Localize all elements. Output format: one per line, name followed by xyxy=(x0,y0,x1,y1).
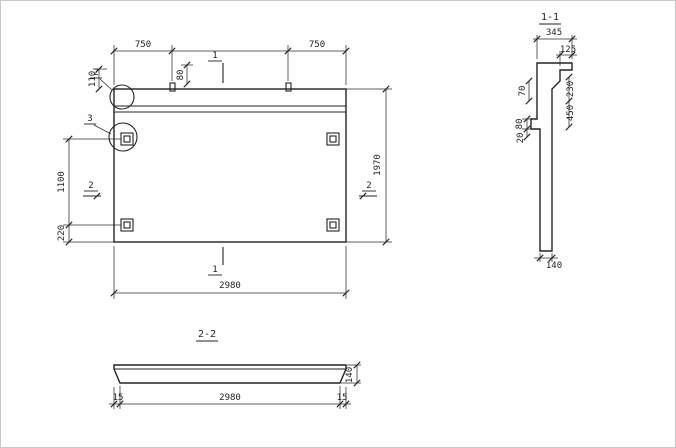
top-dimension: 750 750 xyxy=(110,40,350,85)
dim-230: 230 xyxy=(566,81,576,97)
detail-label-3: 3 xyxy=(87,114,92,124)
main-view: 2 3 750 750 110 80 xyxy=(57,40,392,299)
section2-label-right: 2 xyxy=(366,181,371,191)
dim-1970: 1970 xyxy=(373,154,383,176)
dim-750-left: 750 xyxy=(135,40,151,50)
dim-1100: 1100 xyxy=(57,171,67,193)
dim-2980: 2980 xyxy=(219,281,241,291)
dim-80: 80 xyxy=(176,70,186,81)
section1-label-bottom: 1 xyxy=(212,265,217,275)
bottom-dimension: 2980 xyxy=(110,246,350,299)
left-dimension: 1100 220 xyxy=(57,135,121,246)
dim-750-right: 750 xyxy=(309,40,325,50)
lifting-loop-right xyxy=(285,82,292,92)
corner-dimension: 110 xyxy=(88,65,107,93)
right-dimension: 1970 xyxy=(346,85,392,246)
section-1-1-view: 1-1 345 125 70 230 450 xyxy=(515,12,577,271)
detail-circle-3 xyxy=(108,122,138,152)
dim-450: 450 xyxy=(566,105,576,121)
dim-70: 70 xyxy=(518,86,528,97)
section-2-2-title: 2-2 xyxy=(198,329,216,340)
section-1-1-title: 1-1 xyxy=(541,12,559,23)
dim-220: 220 xyxy=(57,225,67,241)
dim-110: 110 xyxy=(88,71,98,87)
detail-circles: 2 3 xyxy=(84,68,138,152)
lifting-loop-left xyxy=(169,82,176,92)
anchor-plates xyxy=(120,132,340,232)
dim-125: 125 xyxy=(560,45,576,55)
section2-label-left: 2 xyxy=(88,181,93,191)
section1-label-top: 1 xyxy=(212,51,217,61)
detail-circle-2 xyxy=(109,84,135,110)
dim-20: 20 xyxy=(516,133,526,144)
section-1-1-dimensions: 345 125 70 230 450 80 20 xyxy=(515,28,577,271)
section-2-2-view: 2-2 140 15 2980 15 xyxy=(109,329,361,409)
section2-marks: 2 2 xyxy=(83,181,377,200)
loop-dimension: 80 xyxy=(176,61,193,88)
dim-140-thickness: 140 xyxy=(345,367,355,383)
panel-outline xyxy=(113,82,347,243)
section-2-2-dimensions: 140 15 2980 15 xyxy=(109,361,361,409)
section-2-2-profile xyxy=(113,364,347,384)
dim-80-ledge: 80 xyxy=(515,119,525,130)
detail-label-2: 2 xyxy=(93,68,98,78)
dim-15-left: 15 xyxy=(113,393,124,403)
dim-15-right: 15 xyxy=(337,393,348,403)
dim-2980-section: 2980 xyxy=(219,393,241,403)
dim-345: 345 xyxy=(546,28,562,38)
section1-marks: 1 1 xyxy=(208,51,224,276)
dim-140-bottom: 140 xyxy=(546,261,562,271)
